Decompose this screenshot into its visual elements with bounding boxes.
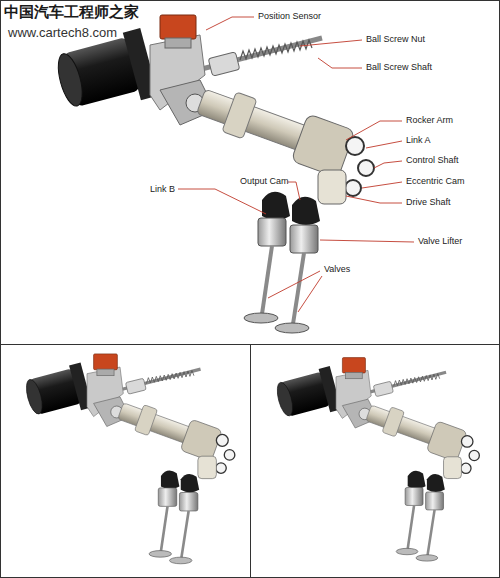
part-label: Valve Lifter — [418, 236, 462, 246]
part-label: Link B — [150, 184, 175, 194]
part-label: Rocker Arm — [406, 115, 453, 125]
leader-line — [374, 161, 402, 168]
leader-line — [268, 271, 320, 298]
mechanism-main — [52, 15, 374, 333]
part-label: Ball Screw Nut — [366, 34, 425, 44]
leader-line — [366, 141, 402, 148]
part-label: Position Sensor — [258, 11, 321, 21]
leader-line — [298, 276, 322, 312]
part-label: Output Cam — [240, 176, 289, 186]
watermark: 中国汽车工程师之家 — [4, 4, 139, 21]
part-label: Eccentric Cam — [406, 176, 465, 186]
mechanism-low-lift — [23, 354, 235, 564]
panel-border — [0, 344, 500, 345]
leader-line — [178, 189, 266, 214]
leader-line — [320, 240, 414, 242]
part-label: Valves — [324, 264, 350, 274]
mechanism-high-lift — [273, 358, 479, 562]
watermark: www.cartech8.com — [8, 26, 117, 41]
panel-border — [250, 345, 251, 578]
leader-line — [346, 196, 402, 203]
part-label: Control Shaft — [406, 155, 459, 165]
leader-line — [206, 17, 254, 30]
leader-line — [346, 121, 402, 140]
leader-line — [300, 40, 362, 46]
leader-lines — [178, 17, 414, 312]
leader-line — [362, 182, 402, 188]
part-label: Drive Shaft — [406, 197, 451, 207]
leader-line — [318, 58, 362, 68]
leader-line — [288, 182, 300, 200]
part-label: Ball Screw Shaft — [366, 62, 432, 72]
part-label: Link A — [406, 135, 431, 145]
